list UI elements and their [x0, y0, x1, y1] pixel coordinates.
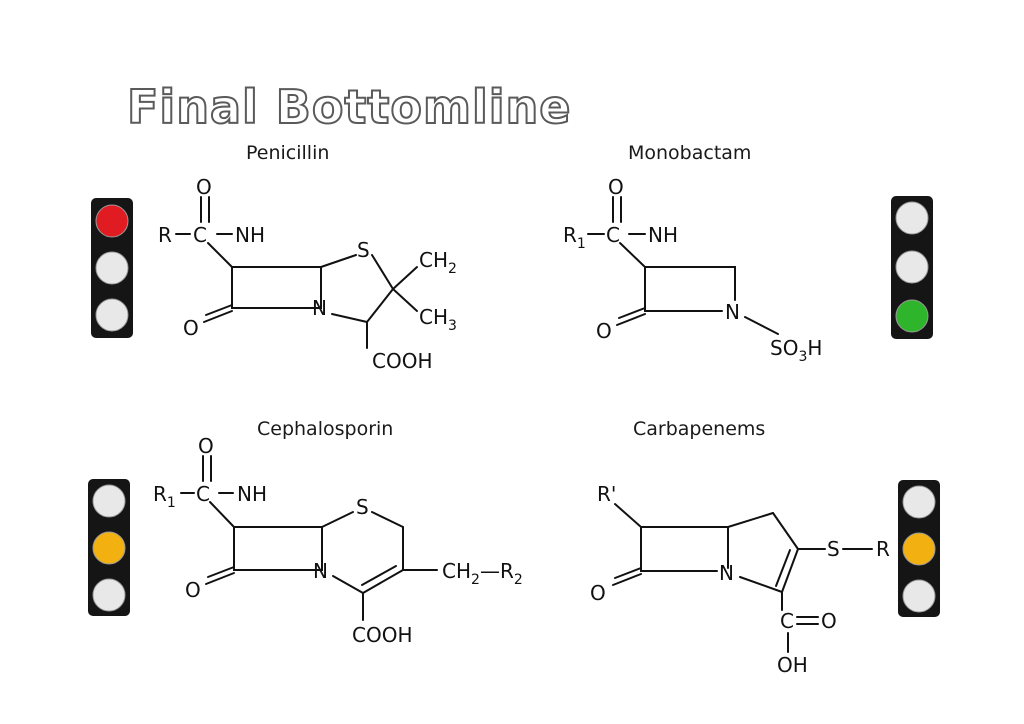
- carbapenems-r: R: [876, 537, 890, 561]
- monobactam-oxygen: O: [608, 175, 624, 199]
- monobactam-nh: NH: [648, 223, 678, 247]
- cephalosporin-ch2-r2: CH2—R2: [442, 559, 523, 588]
- cephalosporin-sulfur: S: [356, 495, 369, 519]
- lamp-bottom: [895, 299, 929, 333]
- lamp-bottom: [95, 298, 129, 332]
- monobactam-carbon: C: [606, 223, 620, 247]
- carbapenems-nitrogen: N: [719, 561, 734, 585]
- carbapenems-sulfur: S: [827, 537, 840, 561]
- lamp-bottom: [92, 578, 126, 612]
- cephalosporin-oxygen: O: [198, 434, 214, 458]
- penicillin-ch2: CH2: [419, 248, 457, 277]
- lamp-top: [895, 201, 929, 235]
- carbapenems-title: Carbapenems: [633, 418, 766, 440]
- penicillin-nitrogen: N: [312, 296, 327, 320]
- carbapenems-structure: R' O N S R C O OH: [590, 482, 890, 677]
- carbapenems-lactam-oxygen: O: [590, 581, 606, 605]
- cephalosporin-r1: R1: [153, 482, 176, 511]
- monobactam-so3h: SO3H: [770, 336, 822, 365]
- cephalosporin-nitrogen: N: [313, 559, 328, 583]
- monobactam-title: Monobactam: [628, 142, 752, 164]
- slide-title: Final Bottomline: [126, 79, 572, 135]
- monobactam-structure: O R1 C NH O N SO3H: [563, 175, 822, 365]
- monobactam-nitrogen: N: [725, 300, 740, 324]
- cephalosporin-cooh: COOH: [352, 623, 413, 647]
- traffic-light-penicillin: [91, 198, 133, 338]
- penicillin-ch3: CH3: [419, 305, 457, 334]
- monobactam-r1: R1: [563, 223, 586, 252]
- cephalosporin-lactam-oxygen: O: [185, 578, 201, 602]
- carbapenems-oh: OH: [777, 653, 808, 677]
- penicillin-carbon: C: [193, 223, 207, 247]
- lamp-top: [92, 484, 126, 518]
- lamp-top: [95, 204, 129, 238]
- penicillin-r: R: [158, 223, 172, 247]
- carbapenems-carbonyl-oxygen: O: [821, 609, 837, 633]
- carbapenems-r-prime: R': [597, 482, 616, 506]
- penicillin-sulfur: S: [357, 238, 370, 262]
- cephalosporin-title: Cephalosporin: [257, 418, 394, 440]
- traffic-light-cephalosporin: [88, 479, 130, 616]
- carbapenems-carbon: C: [780, 609, 794, 633]
- traffic-light-monobactam: [891, 196, 933, 339]
- lamp-middle: [895, 250, 929, 284]
- cephalosporin-carbon: C: [196, 482, 210, 506]
- lamp-middle: [92, 531, 126, 565]
- lamp-bottom: [902, 579, 936, 613]
- penicillin-lactam-oxygen: O: [183, 316, 199, 340]
- lamp-top: [902, 485, 936, 519]
- monobactam-lactam-oxygen: O: [596, 319, 612, 343]
- cephalosporin-nh: NH: [237, 482, 267, 506]
- penicillin-oxygen: O: [196, 175, 212, 199]
- traffic-light-carbapenems: [898, 480, 940, 617]
- cephalosporin-structure: O R1 C NH O N S CH2—R2 COOH: [153, 434, 523, 647]
- lamp-middle: [95, 251, 129, 285]
- penicillin-cooh: COOH: [372, 349, 433, 373]
- penicillin-nh: NH: [235, 223, 265, 247]
- penicillin-structure: O R C NH O N S CH2 CH3 COOH: [158, 175, 457, 373]
- lamp-middle: [902, 532, 936, 566]
- penicillin-title: Penicillin: [246, 142, 330, 164]
